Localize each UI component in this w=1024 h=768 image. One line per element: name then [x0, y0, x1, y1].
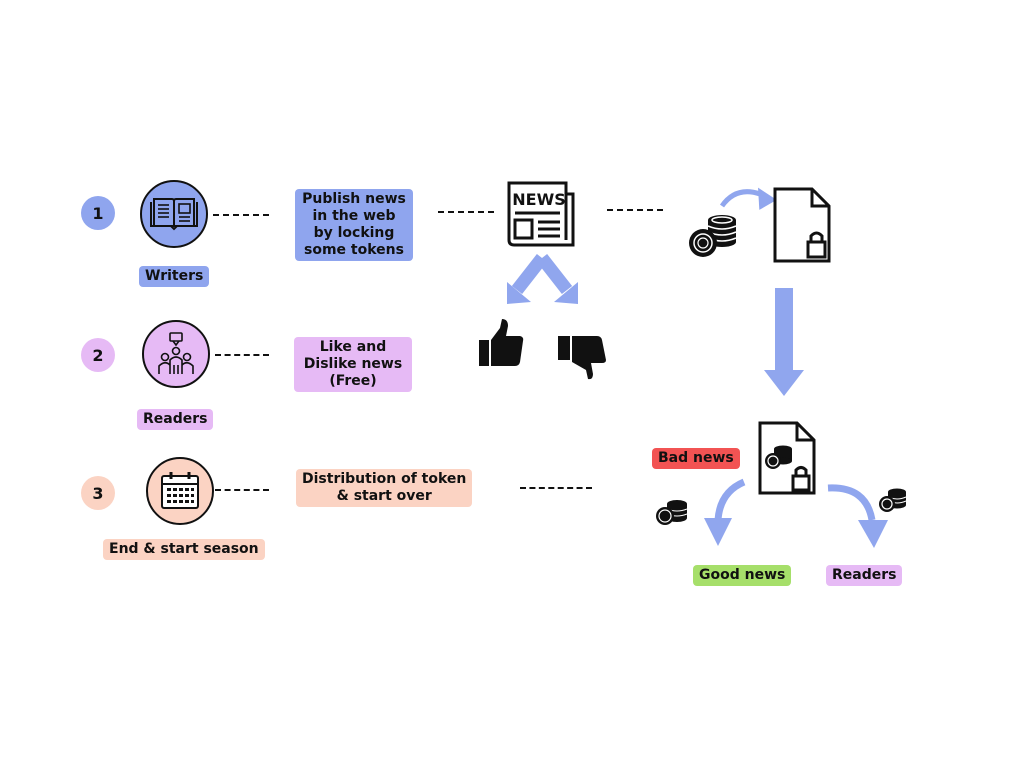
writers-circle [140, 180, 208, 248]
action-line: Like and [319, 339, 387, 355]
step-2-number: 2 [81, 338, 115, 372]
open-book-icon [150, 198, 198, 231]
season-circle [146, 457, 214, 525]
good-news-label: Good news [693, 565, 792, 586]
season-action-label: Distribution of token & start over [296, 469, 473, 507]
locked-document-icon [773, 187, 831, 263]
writers-action-label: Publish news in the web by locking some … [295, 189, 413, 261]
curved-arrow-left [704, 478, 746, 546]
step-3-number: 3 [81, 476, 115, 510]
readers-circle [142, 320, 210, 388]
curved-arrow-icon [719, 187, 777, 210]
newspaper-icon: NEWS [506, 180, 576, 248]
writers-label: Writers [139, 266, 210, 287]
connector-dash [215, 489, 269, 491]
coins-icon [656, 500, 688, 525]
action-line: in the web [312, 208, 396, 224]
readers-action-label: Like and Dislike news (Free) [294, 337, 412, 392]
thumbs-up-icon [479, 319, 524, 366]
action-line: Dislike news [303, 356, 403, 372]
action-line: (Free) [329, 373, 377, 389]
readers-label: Readers [137, 409, 214, 430]
people-group-icon [158, 332, 194, 374]
curved-arrow-right [827, 484, 888, 548]
connector-dash [215, 354, 269, 356]
coins-icon [689, 215, 737, 257]
newspaper-headline: NEWS [512, 190, 566, 209]
thumbs-down-icon [558, 336, 606, 380]
action-line: some tokens [304, 242, 404, 258]
connector-dash [607, 209, 663, 211]
season-label: End & start season [103, 539, 265, 560]
action-line: Distribution of token [302, 471, 467, 487]
split-arrow [507, 253, 578, 304]
connector-dash [213, 214, 269, 216]
connector-dash [520, 487, 592, 489]
readers-outcome-label: Readers [826, 565, 903, 586]
step-1-number: 1 [81, 196, 115, 230]
action-line: & start over [336, 488, 432, 504]
action-line: by locking [313, 225, 395, 241]
locked-document-icon [758, 421, 816, 495]
bad-news-label: Bad news [652, 448, 740, 469]
down-arrow [764, 288, 804, 396]
connector-dash [438, 211, 494, 213]
action-line: Publish news [302, 191, 406, 207]
coins-icon [879, 488, 907, 512]
calendar-icon [161, 472, 199, 509]
